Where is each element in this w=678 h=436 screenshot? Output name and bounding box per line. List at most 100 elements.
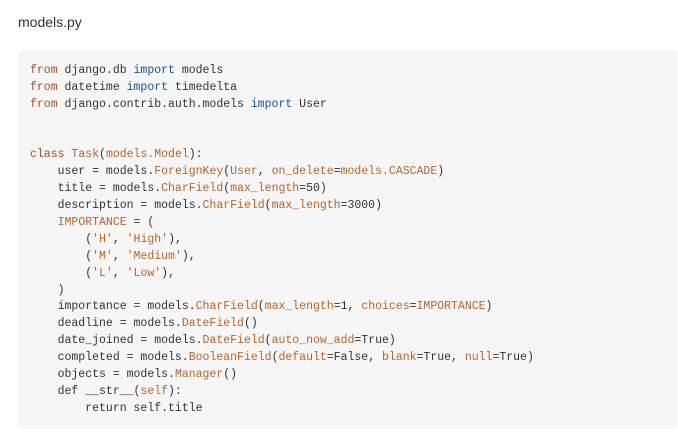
code-token: ), [168, 232, 182, 246]
code-token: =50) [299, 182, 327, 196]
code-token: objects = models. [30, 368, 175, 382]
code-token: =1, [333, 300, 362, 314]
code-token [30, 216, 58, 229]
code-token: ( [257, 300, 265, 314]
code-token: 'H' [92, 232, 113, 246]
code-token: class [30, 148, 65, 162]
code-token: , [112, 266, 127, 280]
code-token: ): [168, 384, 182, 398]
code-token: ( [271, 351, 279, 365]
code-token: timedelta [168, 80, 238, 94]
code-line: objects = models.Manager() [30, 367, 534, 384]
code-line: title = models.CharField(max_length=50) [30, 181, 534, 198]
code-line: from django.db import models [30, 63, 534, 80]
code-token: ( [30, 266, 93, 280]
code-line: ('H', 'High'), [30, 232, 534, 249]
code-token: default [278, 351, 327, 365]
code-token: max_length [230, 182, 300, 196]
code-line: user = models.ForeignKey(User, on_delete… [30, 164, 534, 181]
code-token: = ( [126, 216, 155, 230]
code-token: return self.title [30, 401, 203, 415]
code-token: DateField [202, 334, 265, 348]
code-token: =True, [416, 351, 465, 365]
code-token: ( [223, 165, 231, 179]
code-token: , [112, 232, 127, 246]
code-token: max_length [271, 199, 341, 213]
code-token: DateField [181, 317, 244, 331]
code-token: models [174, 64, 224, 77]
code-token: () [243, 317, 258, 331]
code-line: completed = models.BooleanField(default=… [30, 350, 534, 367]
code-line: def __str__(self): [30, 384, 534, 401]
code-line: from django.contrib.auth.models import U… [30, 97, 534, 114]
code-token: auto_now_add [271, 334, 355, 348]
code-token: =True) [354, 334, 396, 348]
code-token: = [333, 165, 341, 179]
code-token: import [250, 97, 293, 111]
code-token: ForeignKey [154, 165, 224, 179]
code-token: django.db [57, 64, 134, 77]
code-token: CharField [202, 199, 265, 213]
code-token: BooleanField [188, 351, 272, 365]
code-line: importance = models.CharField(max_length… [30, 299, 534, 316]
code-line [30, 114, 534, 131]
code-token: blank [382, 351, 417, 365]
code-token: ): [188, 148, 203, 162]
code-token: ) [485, 300, 493, 314]
code-token: IMPORTANCE [57, 216, 127, 230]
code-token: ( [264, 199, 272, 213]
code-token: ( [223, 182, 231, 196]
code-token: import [126, 80, 169, 94]
code-token: =False, [326, 351, 382, 365]
code-token: null [464, 351, 493, 365]
file-title: models.py [18, 14, 82, 30]
code-token: ( [30, 232, 93, 246]
code-token: from [30, 64, 58, 77]
code-token: 'Low' [126, 266, 162, 280]
code-token: django.contrib.auth.models [57, 97, 251, 111]
code-token: def __str__( [30, 384, 141, 398]
code-line: ('M', 'Medium'), [30, 249, 534, 266]
code-line: ) [30, 283, 534, 300]
code-token: description = models. [30, 199, 203, 213]
code-line: return self.title [30, 401, 534, 418]
code-token: = [409, 300, 417, 314]
code-token: models.Model [105, 148, 189, 162]
code-line: IMPORTANCE = ( [30, 215, 534, 232]
code-token: User [230, 165, 258, 179]
code-token: ( [30, 249, 93, 263]
code-token: Task [71, 148, 100, 162]
code-token: , [112, 249, 127, 263]
code-token: completed = models. [30, 351, 189, 365]
code-token: () [223, 368, 238, 382]
code-token: importance = models. [30, 300, 196, 314]
code-token: self [140, 384, 169, 398]
code-token: ) [30, 283, 65, 297]
code-token: from [30, 80, 58, 94]
code-token: CharField [195, 300, 258, 314]
code-token: deadline = models. [30, 317, 182, 331]
code-token: Manager [174, 368, 224, 382]
code-token: =3000) [340, 199, 382, 213]
code-token: max_length [264, 300, 334, 314]
code-token: 'High' [126, 232, 169, 246]
code-token: user = models. [30, 165, 155, 179]
code-line: ('L', 'Low'), [30, 266, 534, 283]
code-token: =True) [492, 351, 534, 365]
code-token: IMPORTANCE [416, 300, 486, 314]
code-token: User [292, 97, 327, 111]
code-token: datetime [57, 80, 127, 94]
code-token: 'L' [92, 266, 113, 280]
code-line: date_joined = models.DateField(auto_now_… [30, 333, 534, 350]
code-token: title = models. [30, 182, 162, 196]
code-line: deadline = models.DateField() [30, 316, 534, 333]
code-token: CharField [161, 182, 224, 196]
code-token: on_delete [271, 165, 334, 179]
code-token: , [257, 165, 272, 179]
code-token: 'Medium' [126, 249, 182, 263]
code-token: date_joined = models. [30, 334, 203, 348]
code-line [30, 131, 534, 148]
code-token: models.CASCADE [340, 165, 438, 179]
